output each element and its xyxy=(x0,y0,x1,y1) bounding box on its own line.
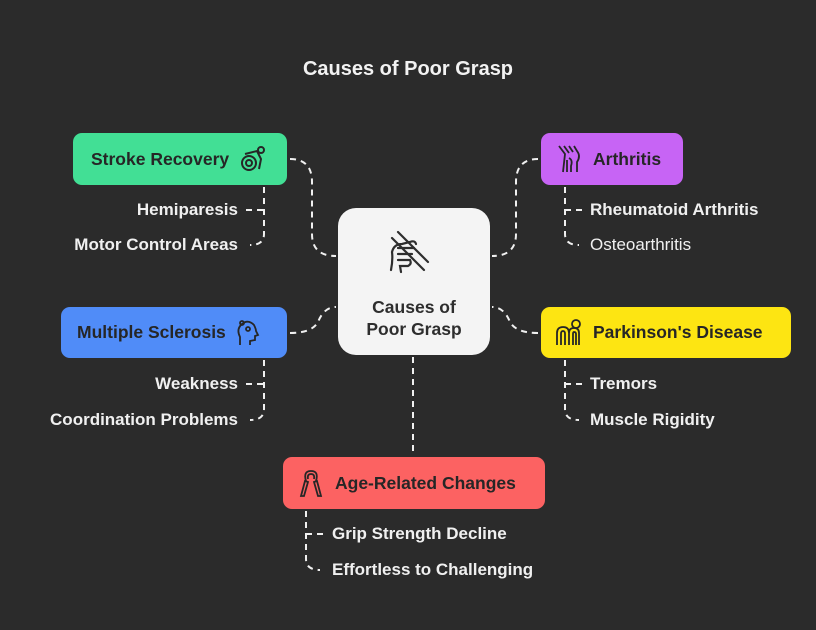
node-label: Parkinson's Disease xyxy=(593,322,763,342)
node-label: Arthritis xyxy=(593,148,662,169)
sub-connector-arthritis xyxy=(564,187,582,246)
sub-item: Motor Control Areas xyxy=(74,235,238,254)
sub-item: Rheumatoid Arthritis xyxy=(590,200,759,219)
sub-item: Coordination Problems xyxy=(50,410,238,429)
center-label-line2: Poor Grasp xyxy=(366,319,462,339)
center-node: Causes of Poor Grasp xyxy=(338,208,490,355)
connector-ms xyxy=(289,306,337,334)
node-arthritis[interactable]: Arthritis xyxy=(541,133,683,185)
fingers-clock-icon xyxy=(556,318,581,345)
center-label-line1: Causes of xyxy=(372,297,456,317)
nerve-head-icon xyxy=(237,319,260,345)
sub-item: Effortless to Challenging xyxy=(332,560,534,579)
sub-connector-ms xyxy=(246,360,265,421)
connector-arthritis xyxy=(491,158,539,257)
hand-gripper-icon xyxy=(299,470,323,497)
sub-connector-parkinsons xyxy=(564,360,582,421)
wheelchair-icon xyxy=(241,146,266,171)
node-stroke-recovery[interactable]: Stroke Recovery xyxy=(73,133,287,185)
node-label: Age-Related Changes xyxy=(335,472,516,493)
sub-connector-stroke xyxy=(246,187,265,246)
sub-item: Hemiparesis xyxy=(136,200,238,219)
node-multiple-sclerosis[interactable]: Multiple Sclerosis xyxy=(61,307,287,358)
node-label: Stroke Recovery xyxy=(91,148,230,169)
sub-item: Grip Strength Decline xyxy=(332,524,507,543)
connector-parkinsons xyxy=(491,306,539,334)
page-title: Causes of Poor Grasp xyxy=(302,58,514,80)
sub-item: Tremors xyxy=(590,374,658,393)
sub-item: Muscle Rigidity xyxy=(590,410,715,429)
sub-item: Osteoarthritis xyxy=(590,235,692,254)
hand-grasp-icon xyxy=(389,230,430,274)
sub-connector-age xyxy=(305,511,324,571)
sub-item: Weakness xyxy=(155,374,238,393)
joint-icon xyxy=(558,145,580,173)
node-parkinsons-disease[interactable]: Parkinson's Disease xyxy=(541,307,791,358)
node-age-related-changes[interactable]: Age-Related Changes xyxy=(283,457,545,509)
connector-stroke xyxy=(289,158,337,257)
node-label: Multiple Sclerosis xyxy=(77,322,226,342)
